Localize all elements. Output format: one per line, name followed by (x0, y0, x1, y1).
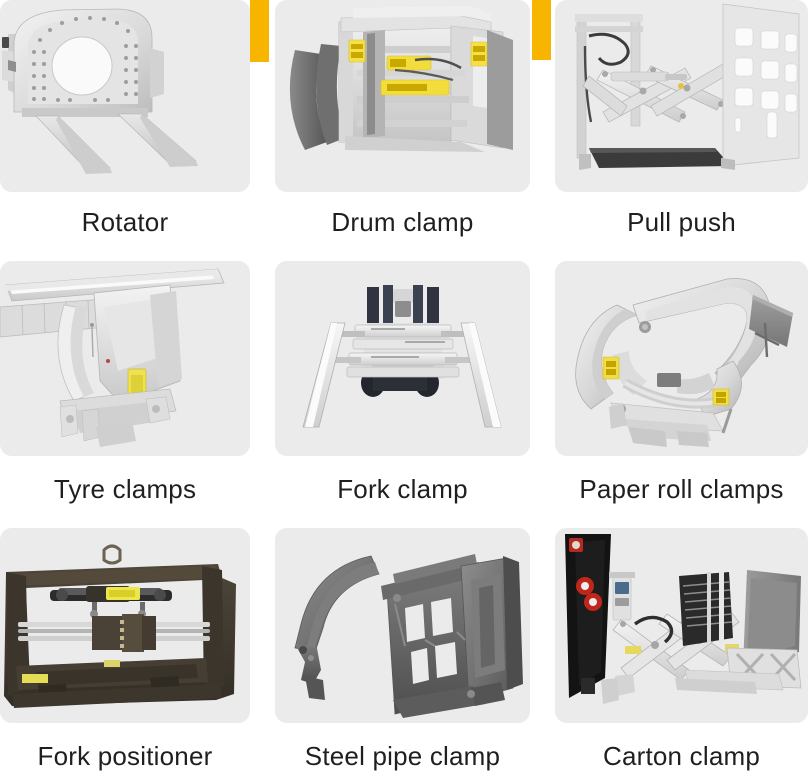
product-image-card-carton-clamp[interactable] (555, 528, 808, 723)
pull-push-attachment-photo (555, 0, 808, 192)
product-label-rotator: Rotator (81, 207, 169, 237)
product-image-card-tyre-clamps[interactable] (0, 261, 250, 456)
fork-clamp-attachment-photo (275, 261, 530, 456)
product-cell-paper-roll-clamps[interactable]: Paper roll clamps (555, 259, 808, 518)
product-image-card-paper-roll-clamps[interactable] (555, 261, 808, 456)
product-label-fork-clamp: Fork clamp (337, 474, 468, 504)
top-accent-bar-left (250, 0, 269, 62)
rotator-attachment-photo (0, 0, 250, 192)
fork-positioner-attachment-photo (0, 528, 250, 723)
product-image-card-fork-positioner[interactable] (0, 528, 250, 723)
product-label-pull-push: Pull push (627, 207, 736, 237)
carton-clamp-attachment-photo (555, 528, 808, 723)
product-cell-fork-clamp[interactable]: Fork clamp (275, 259, 530, 518)
product-cell-tyre-clamps[interactable]: Tyre clamps (0, 259, 250, 518)
product-label-drum-clamp: Drum clamp (331, 207, 474, 237)
product-image-card-rotator[interactable] (0, 0, 250, 192)
product-cell-rotator[interactable]: Rotator (0, 0, 250, 259)
product-cell-fork-positioner[interactable]: Fork positioner (0, 518, 250, 776)
paper-roll-clamps-attachment-photo (555, 261, 808, 456)
product-label-fork-positioner: Fork positioner (37, 741, 213, 771)
product-label-paper-roll-clamps: Paper roll clamps (579, 474, 784, 504)
product-cell-steel-pipe-clamp[interactable]: Steel pipe clamp (275, 518, 530, 776)
steel-pipe-clamp-attachment-photo (275, 528, 530, 723)
top-accent-bar-right (532, 0, 551, 60)
product-label-steel-pipe-clamp: Steel pipe clamp (304, 741, 501, 771)
product-cell-pull-push[interactable]: Pull push (555, 0, 808, 259)
product-image-card-steel-pipe-clamp[interactable] (275, 528, 530, 723)
product-cell-drum-clamp[interactable]: Drum clamp (275, 0, 530, 259)
product-image-card-pull-push[interactable] (555, 0, 808, 192)
product-image-card-drum-clamp[interactable] (275, 0, 530, 192)
product-label-carton-clamp: Carton clamp (602, 741, 761, 771)
product-image-card-fork-clamp[interactable] (275, 261, 530, 456)
product-cell-carton-clamp[interactable]: Carton clamp (555, 518, 808, 776)
drum-clamp-attachment-photo (275, 0, 530, 192)
tyre-clamps-attachment-photo (0, 261, 250, 456)
product-label-tyre-clamps: Tyre clamps (53, 474, 197, 504)
